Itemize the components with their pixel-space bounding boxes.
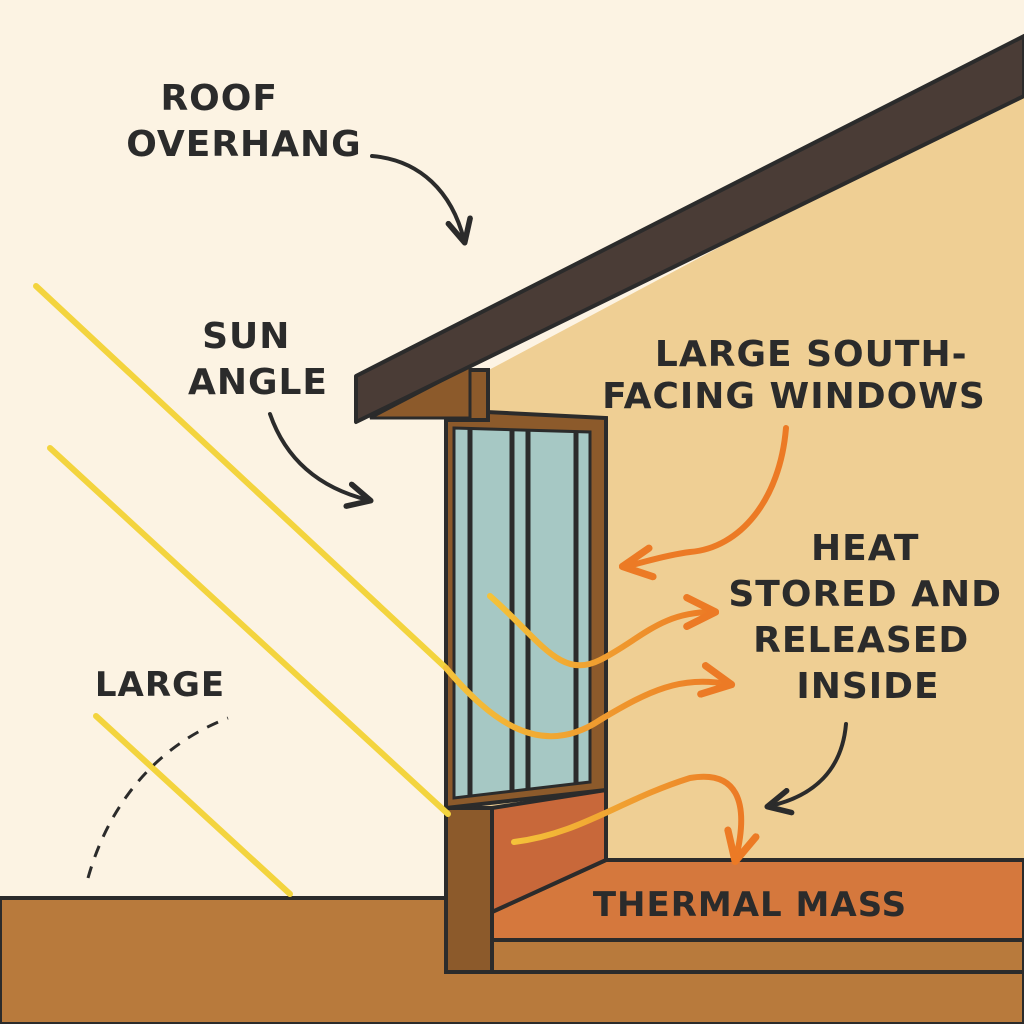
heat-arrow (487, 593, 720, 669)
sun-ray (47, 445, 451, 817)
heat-label: HEAT STORED AND RELEASED INSIDE (728, 528, 1015, 707)
sun-ray (93, 713, 293, 897)
large-label: LARGE (95, 665, 225, 705)
heat-arrow (511, 773, 760, 866)
windows-label: LARGE SOUTH- FACING WINDOWS (602, 334, 986, 417)
heat-label-arrow (764, 722, 848, 816)
roof-overhang-label: ROOF OVERHANG (126, 78, 361, 165)
roof-overhang-arrow (370, 154, 473, 246)
house-interior (470, 85, 1024, 860)
sun-angle-arc (86, 716, 229, 879)
lower-wall (444, 806, 494, 974)
sun-angle-label: SUN ANGLE (188, 316, 328, 403)
roof (354, 34, 1024, 424)
sun-angle-arrow (268, 412, 374, 509)
thermal-mass-label: THERMAL MASS (593, 885, 907, 925)
heat-arrow (443, 662, 736, 740)
window-glass (452, 426, 592, 800)
windows-pointer-arrow (618, 425, 789, 581)
sun-ray (33, 283, 449, 671)
